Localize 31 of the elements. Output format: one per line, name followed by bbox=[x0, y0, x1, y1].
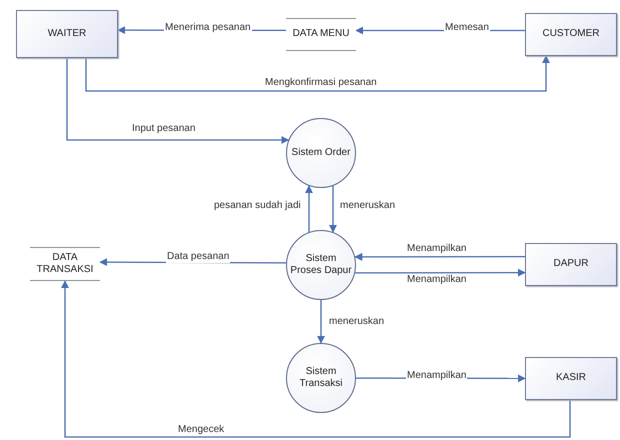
edge-label: pesanan sudah jadi bbox=[213, 200, 302, 212]
edge-label: Input pesanan bbox=[131, 123, 196, 135]
arrow bbox=[355, 268, 526, 277]
arrow bbox=[85, 55, 550, 92]
node-label: WAITER bbox=[46, 28, 88, 40]
entity-box bbox=[16, 10, 118, 58]
node-label: DAPUR bbox=[552, 258, 590, 271]
edge-label: Menampilkan bbox=[406, 274, 468, 286]
arrow bbox=[329, 186, 337, 233]
arrow bbox=[66, 58, 290, 144]
edge-label: Menerima pesanan bbox=[164, 22, 252, 34]
entity-box bbox=[525, 357, 617, 400]
edge-label: Menampilkan bbox=[406, 243, 468, 255]
node-label: Sistem Proses Dapur bbox=[289, 252, 353, 278]
edge-label: Mengkonfirmasi pesanan bbox=[264, 77, 378, 89]
entity-box bbox=[525, 243, 617, 286]
node-label: Sistem Transaksi bbox=[298, 366, 344, 390]
arrow bbox=[61, 280, 571, 438]
node-label: DATA TRANSAKSI bbox=[36, 252, 94, 276]
node-label: CUSTOMER bbox=[541, 28, 601, 41]
node-label: KASIR bbox=[554, 372, 587, 385]
edge-label: Menampilkan bbox=[406, 370, 468, 382]
arrow bbox=[305, 185, 313, 232]
node-label: Sistem Order bbox=[290, 146, 352, 160]
edge-label: Mengecek bbox=[177, 424, 226, 436]
edge-label: Memesan bbox=[444, 22, 490, 34]
arrow bbox=[317, 300, 325, 344]
entity-box bbox=[525, 13, 617, 56]
node-label: DATA MENU bbox=[292, 28, 350, 41]
arrow bbox=[354, 252, 525, 261]
edge-label: Data pesanan bbox=[166, 251, 230, 263]
